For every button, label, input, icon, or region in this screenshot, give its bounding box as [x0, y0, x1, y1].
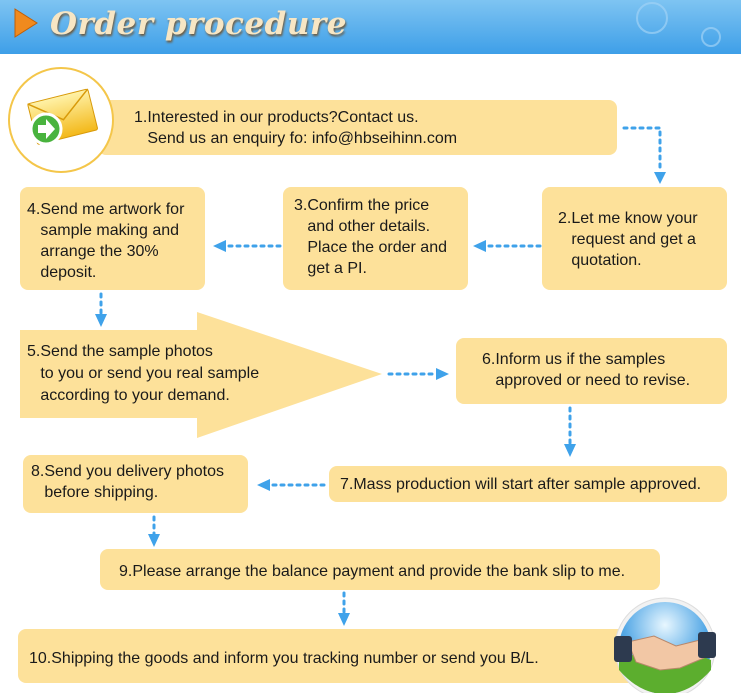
- step-1-box: 1.Interested in our products?Contact us.…: [98, 100, 617, 155]
- arrowhead: [95, 314, 107, 327]
- play-arrow-icon: [14, 8, 38, 38]
- step-8-text: 8.Send you delivery photos before shippi…: [31, 463, 225, 501]
- bubble-decoration: [701, 27, 721, 47]
- step-1-text: 1.Interested in our products?Contact us.…: [134, 109, 458, 147]
- step-7-box: 7.Mass production will start after sampl…: [329, 466, 727, 502]
- step-10-text: 10.Shipping the goods and inform you tra…: [29, 650, 539, 667]
- arrowhead: [436, 368, 449, 380]
- step-2-text: 2.Let me know your request and get a quo…: [558, 210, 698, 269]
- step-9-box: 9.Please arrange the balance payment and…: [100, 549, 660, 590]
- step-5-text: 5.Send the sample photos to you or send …: [27, 343, 260, 404]
- arrowhead: [564, 444, 576, 457]
- page-title: Order procedure: [50, 6, 347, 42]
- step-9-text: 9.Please arrange the balance payment and…: [119, 563, 626, 580]
- handshake-icon: [614, 597, 716, 693]
- arrowhead: [257, 479, 270, 491]
- arrowhead: [213, 240, 226, 252]
- step-8-box: 8.Send you delivery photos before shippi…: [23, 455, 248, 513]
- arrowhead: [654, 172, 666, 184]
- step-3-text: 3.Confirm the price and other details. P…: [294, 197, 447, 277]
- step-6-box: 6.Inform us if the samples approved or n…: [456, 338, 727, 404]
- step-7-text: 7.Mass production will start after sampl…: [340, 476, 702, 493]
- envelope-icon: [8, 67, 114, 173]
- step-10-box: 10.Shipping the goods and inform you tra…: [18, 629, 648, 683]
- bubble-decoration: [636, 2, 668, 34]
- step-3-box: 3.Confirm the price and other details. P…: [283, 187, 468, 290]
- arrowhead: [148, 534, 160, 547]
- step-4-box: 4.Send me artwork for sample making and …: [20, 187, 205, 290]
- step-6-text: 6.Inform us if the samples approved or n…: [482, 351, 691, 389]
- arrowhead: [473, 240, 486, 252]
- step-4-text: 4.Send me artwork for sample making and …: [27, 201, 185, 281]
- step-2-box: 2.Let me know your request and get a quo…: [542, 187, 727, 290]
- connector-1-2: [622, 126, 662, 174]
- arrowhead: [338, 613, 350, 626]
- header-bar: Order procedure: [0, 0, 741, 54]
